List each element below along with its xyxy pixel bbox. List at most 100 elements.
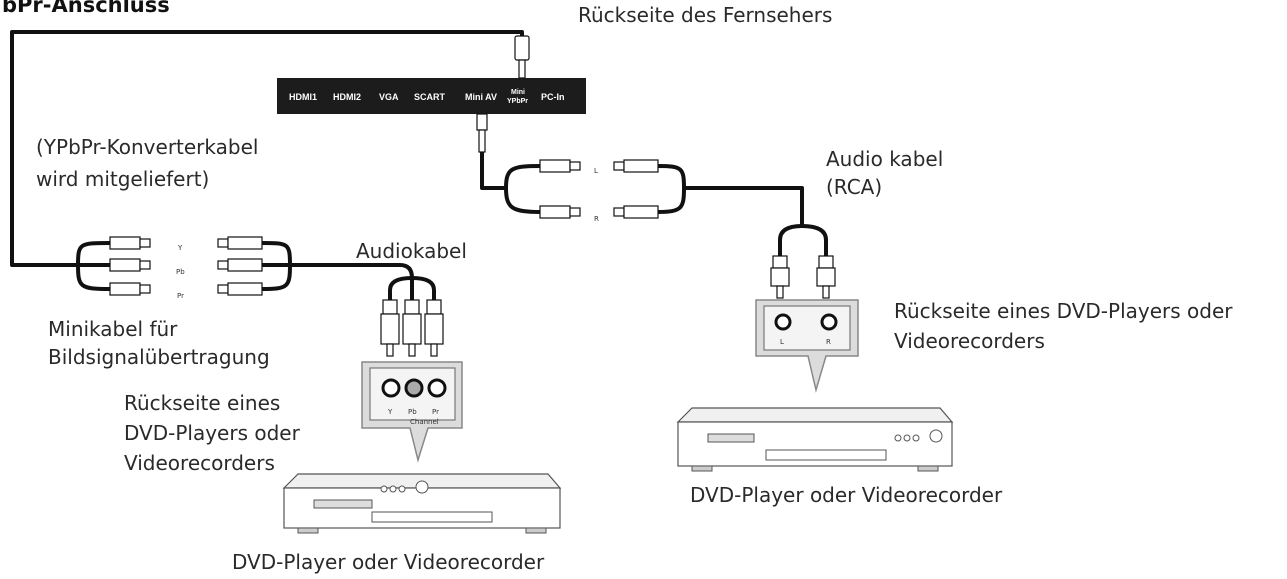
dvd-left-button-3 bbox=[398, 485, 406, 493]
audio-rca-pin-r bbox=[822, 285, 830, 299]
splitter-plugs-right bbox=[217, 236, 263, 296]
port-mini-av: Mini AV bbox=[465, 92, 497, 102]
panel-left-label-pr: Pr bbox=[432, 408, 439, 416]
dvd-right-button-2 bbox=[903, 434, 911, 442]
component-branch-right bbox=[411, 276, 436, 300]
audio-label-r: R bbox=[594, 215, 599, 223]
component-video-cable bbox=[290, 263, 444, 357]
component-plug-y-body bbox=[382, 299, 398, 315]
component-plug-pb bbox=[402, 313, 422, 345]
audio-plug-r-in-tip bbox=[569, 207, 581, 217]
audio-tv-plug bbox=[476, 113, 488, 131]
audio-right-run bbox=[684, 186, 804, 226]
splitter-label-y: Y bbox=[177, 244, 183, 252]
port-vga: VGA bbox=[379, 92, 399, 102]
label-converter-line1: (YPbPr-Konverterkabel bbox=[36, 135, 258, 159]
dvd-right-back-panel: L R bbox=[755, 299, 859, 393]
dvd-left-tray bbox=[313, 499, 373, 509]
audio-plug-l-out-tip bbox=[613, 161, 625, 171]
splitter-plug-y-tip bbox=[139, 238, 151, 248]
ypbpr-mini-pin bbox=[518, 59, 526, 79]
audio-plug-r-in bbox=[539, 205, 571, 219]
panel-right-jack-r bbox=[820, 313, 838, 331]
tv-title: Rückseite des Fernsehers bbox=[578, 3, 832, 27]
audio-plug-r-out-tip bbox=[613, 207, 625, 217]
dvd-player-right bbox=[676, 407, 954, 472]
splitter-label-pb: Pb bbox=[176, 268, 185, 276]
label-rear-left-line2: DVD-Players oder bbox=[124, 421, 301, 445]
dvd-left-foot-right bbox=[525, 527, 547, 534]
label-rear-left-line3: Videorecorders bbox=[124, 451, 275, 475]
component-pin-y bbox=[386, 343, 394, 357]
audio-tv-pin bbox=[478, 129, 486, 153]
splitter-plug-pr-tip bbox=[139, 284, 151, 294]
splitter-plug-pb-tip bbox=[139, 260, 151, 270]
label-dvd-left: DVD-Player oder Videorecorder bbox=[232, 550, 545, 574]
panel-left-label-pb: Pb bbox=[408, 408, 417, 416]
audio-right-loop bbox=[657, 164, 686, 214]
audio-rca-pin-l bbox=[776, 285, 784, 299]
audio-label-l: L bbox=[594, 167, 598, 175]
splitter-out-pb-tip bbox=[217, 260, 229, 270]
ypbpr-mini-cable bbox=[10, 30, 530, 267]
audio-rca-plug-l-body bbox=[772, 255, 788, 269]
panel-right-jack-l bbox=[774, 313, 792, 331]
splitter-plug-pr bbox=[109, 282, 141, 296]
audio-rca-plug-r-body bbox=[818, 255, 834, 269]
dvd-right-top bbox=[676, 407, 954, 423]
splitter-out-pb bbox=[227, 258, 263, 272]
port-scart: SCART bbox=[414, 92, 446, 102]
dvd-right-button-3 bbox=[912, 434, 920, 442]
audio-plug-l-in-tip bbox=[569, 161, 581, 171]
label-rear-left-line1: Rückseite eines bbox=[124, 391, 280, 415]
port-hdmi2: HDMI2 bbox=[333, 92, 361, 102]
component-branch-left bbox=[388, 276, 413, 300]
label-dvd-right: DVD-Player oder Videorecorder bbox=[690, 483, 1003, 507]
audio-tv-run bbox=[480, 152, 506, 190]
port-ypbpr: YPbPr bbox=[507, 98, 528, 105]
panel-left-jack-pb bbox=[404, 378, 424, 398]
label-audiokabel: Audiokabel bbox=[356, 239, 467, 263]
dvd-right-foot-right bbox=[917, 465, 939, 472]
label-audio-rca-line2: (RCA) bbox=[826, 175, 882, 199]
dvd-left-button-1 bbox=[380, 485, 388, 493]
component-pin-pr bbox=[430, 343, 438, 357]
label-rear-right-line2: Videorecorders bbox=[894, 329, 1045, 353]
label-rear-right-line1: Rückseite eines DVD-Players oder bbox=[894, 299, 1233, 323]
port-mini: Mini bbox=[511, 89, 525, 96]
component-pin-pb bbox=[408, 343, 416, 357]
splitter-plugs-left bbox=[109, 236, 151, 296]
heading: bPr-Anschluss bbox=[2, 0, 170, 17]
dvd-player-left bbox=[282, 473, 562, 534]
panel-left-label-channel: Channel bbox=[410, 418, 439, 426]
panel-right-face bbox=[763, 305, 851, 351]
component-plug-pr-body bbox=[426, 299, 442, 315]
dvd-left-foot-left bbox=[297, 527, 319, 534]
ypbpr-cable-line bbox=[10, 30, 524, 267]
splitter-label-pr: Pr bbox=[177, 292, 184, 300]
component-plug-pb-body bbox=[404, 299, 420, 315]
dvd-left-display bbox=[371, 511, 493, 523]
dvd-right-tray bbox=[707, 433, 755, 443]
audio-rca-plug-l bbox=[770, 267, 790, 287]
port-hdmi1: HDMI1 bbox=[289, 92, 317, 102]
splitter-plug-y bbox=[109, 236, 141, 250]
audio-plug-r-out bbox=[623, 205, 659, 219]
port-pc-in: PC-In bbox=[541, 92, 565, 102]
ypbpr-mini-plug bbox=[514, 35, 530, 61]
splitter-out-y-tip bbox=[217, 238, 229, 248]
label-mini-line1: Minikabel für bbox=[48, 317, 178, 341]
splitter-plug-pb bbox=[109, 258, 141, 272]
audio-rca-cable: L R bbox=[476, 113, 836, 299]
audio-plug-l-out bbox=[623, 159, 659, 173]
component-plug-y bbox=[380, 313, 400, 345]
panel-right-label-l: L bbox=[780, 338, 784, 346]
audio-left-loop bbox=[504, 164, 541, 214]
panel-left-label-y: Y bbox=[387, 408, 393, 416]
label-mini-line2: Bildsignalübertragung bbox=[48, 345, 270, 369]
ypbpr-converter-splitter: Y Pb Pr bbox=[76, 236, 292, 300]
tv-back-panel: HDMI1 HDMI2 VGA SCART Mini AV Mini YPbPr… bbox=[277, 78, 586, 114]
label-audio-rca-line1: Audio kabel bbox=[826, 147, 943, 171]
